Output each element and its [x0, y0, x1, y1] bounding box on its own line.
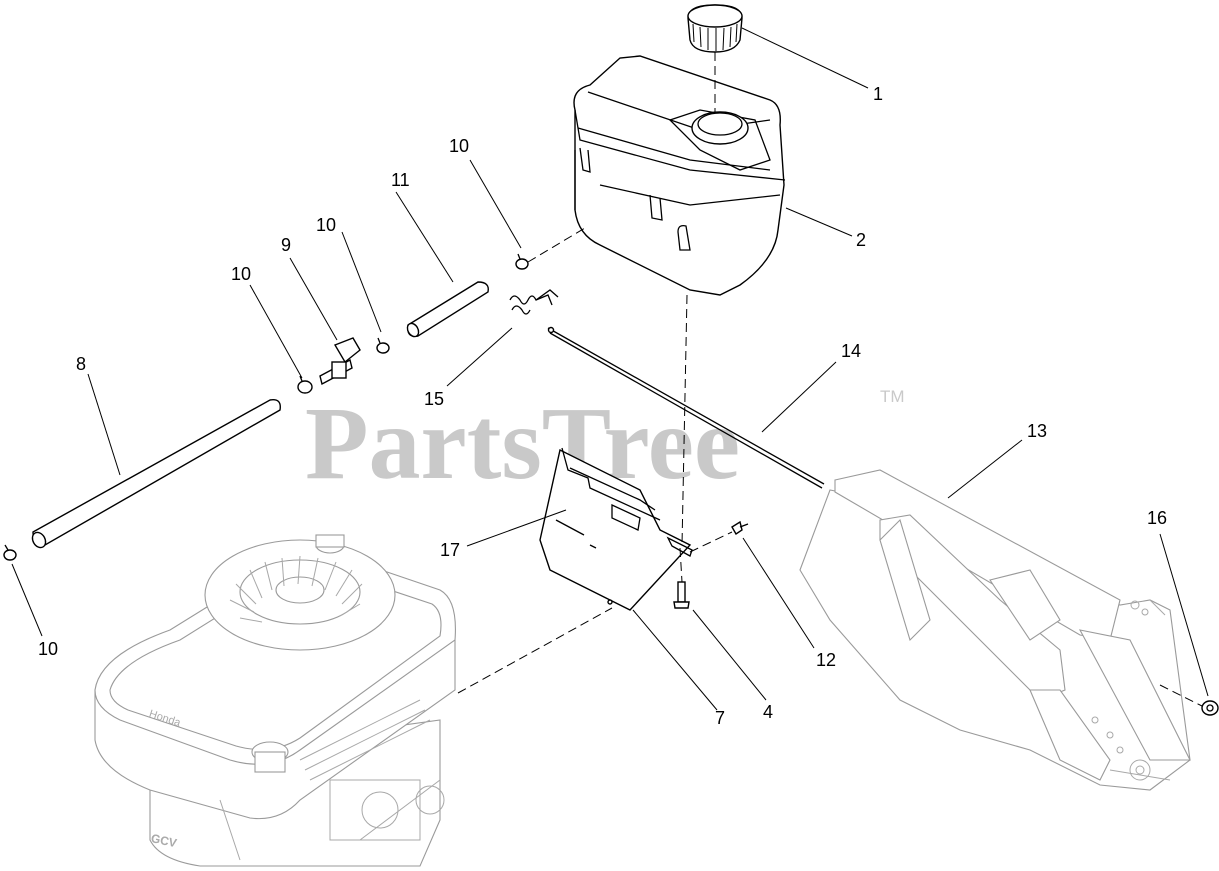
fuel-line-upper — [406, 281, 489, 338]
handle-assembly — [799, 469, 1191, 791]
callout-15: 15 — [424, 389, 444, 409]
fuel-shutoff-valve — [319, 337, 361, 386]
hose-clamp — [3, 544, 17, 561]
callout-10: 10 — [38, 639, 58, 659]
callout-12: 12 — [816, 650, 836, 670]
fuel-cap — [687, 4, 743, 53]
callout-10: 10 — [316, 215, 336, 235]
leader-lines — [11, 27, 1209, 711]
tank-bracket — [539, 447, 693, 611]
hose-clamp — [515, 253, 529, 270]
watermark-trademark: TM — [880, 387, 905, 406]
control-rod — [547, 326, 825, 489]
callout-10: 10 — [449, 136, 469, 156]
callout-1: 1 — [873, 84, 883, 104]
nut — [1201, 700, 1219, 716]
callout-16: 16 — [1147, 508, 1167, 528]
callout-2: 2 — [856, 230, 866, 250]
hose-clamps — [3, 253, 529, 561]
callout-10: 10 — [231, 264, 251, 284]
callout-8: 8 — [76, 354, 86, 374]
engine-model-plate: GCV — [150, 831, 178, 850]
callout-13: 13 — [1027, 421, 1047, 441]
engine-assembly: Honda GCV — [94, 534, 456, 867]
screw — [731, 520, 749, 535]
fuel-line-lower — [31, 399, 281, 549]
callout-9: 9 — [281, 235, 291, 255]
callout-17: 17 — [440, 540, 460, 560]
fuel-tank — [573, 55, 786, 296]
callout-11: 11 — [391, 170, 410, 190]
watermark: PartsTree TM — [305, 386, 905, 501]
spring — [509, 289, 559, 315]
callout-7: 7 — [715, 708, 725, 728]
hose-clamp — [376, 337, 390, 354]
callout-labels: 1 2 10 11 10 9 10 8 15 14 13 16 17 12 4 … — [38, 84, 1167, 728]
callout-4: 4 — [763, 702, 773, 722]
watermark-text: PartsTree — [305, 386, 740, 501]
hose-clamp — [297, 375, 313, 394]
assembly-lines — [457, 52, 1203, 707]
bolt — [673, 581, 690, 609]
callout-14: 14 — [841, 341, 861, 361]
